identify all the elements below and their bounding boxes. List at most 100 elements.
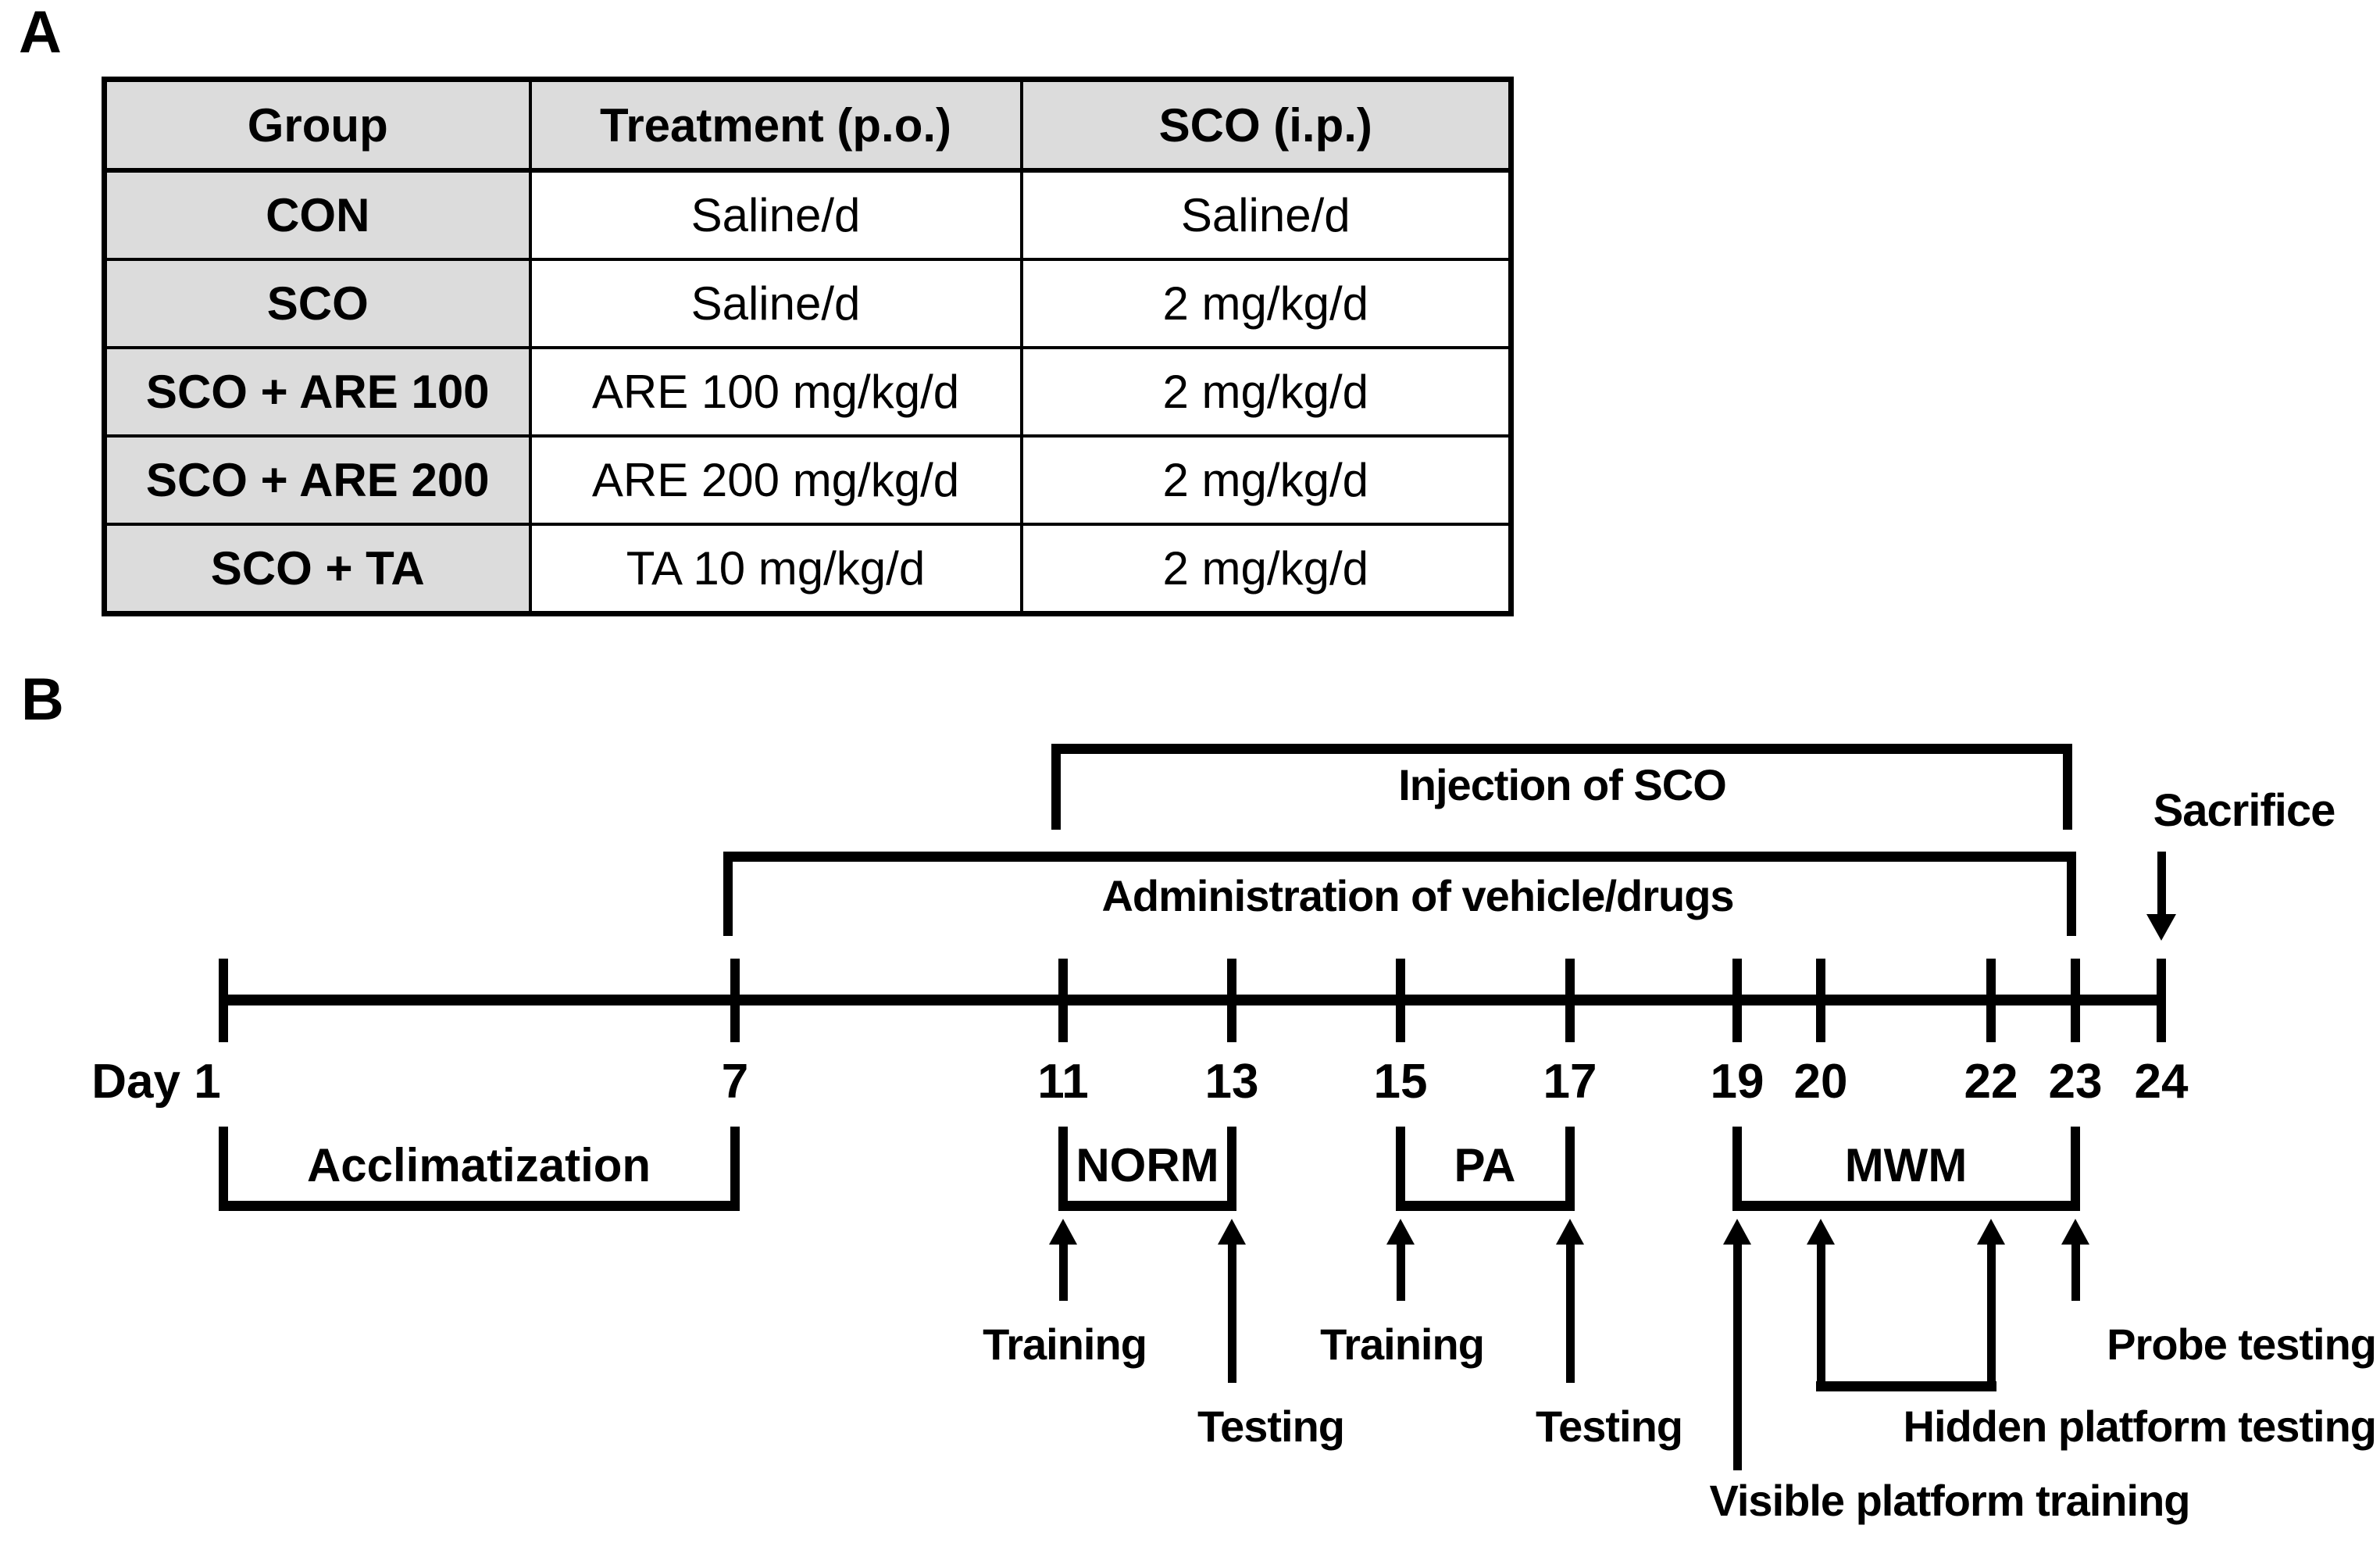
timeline-tick-day-11	[1058, 959, 1068, 1042]
probe-testing-label: Probe testing	[2107, 1320, 2377, 1369]
pa-training-label: Training	[1320, 1320, 1485, 1369]
table-column-header-2: SCO (i.p.)	[1019, 77, 1513, 173]
acclimatization-bracket-right-end	[730, 1127, 740, 1211]
hidden-platform-connector	[1816, 1381, 1996, 1391]
drug-administration-bracket-line	[723, 852, 2076, 862]
mwm-visible-platform-arrow-shaft	[1733, 1245, 1742, 1470]
timeline-tick-day-1	[219, 959, 228, 1042]
timeline-tick-day-13	[1227, 959, 1236, 1042]
acclimatization-bracket-label: Acclimatization	[306, 1139, 651, 1191]
pa-bracket-line	[1396, 1201, 1575, 1211]
mwm-hidden-platform-arrow-end-shaft	[1987, 1245, 1996, 1391]
pa-bracket-left-end	[1396, 1127, 1405, 1211]
norm-testing-arrow-head-icon	[1218, 1219, 1246, 1245]
table-cell-group: SCO + ARE 200	[102, 434, 532, 526]
table-cell-sco: 2 mg/kg/d	[1019, 258, 1513, 349]
table-cell-sco: Saline/d	[1019, 169, 1513, 261]
norm-bracket-label: NORM	[1076, 1139, 1219, 1191]
sacrifice-label: Sacrifice	[2153, 785, 2336, 836]
day-label-24: 24	[2134, 1055, 2189, 1109]
table-column-header-1: Treatment (p.o.)	[528, 77, 1023, 173]
pa-testing-arrow-shaft	[1566, 1245, 1575, 1383]
drug-administration-bracket-left-end	[723, 852, 733, 936]
mwm-probe-arrow-shaft	[2071, 1245, 2080, 1301]
timeline-tick-day-19	[1732, 959, 1742, 1042]
sco-injection-bracket-left-end	[1051, 744, 1061, 830]
sco-injection-bracket-right-end	[2063, 744, 2072, 830]
pa-testing-label: Testing	[1536, 1402, 1683, 1451]
mwm-bracket-right-end	[2071, 1127, 2080, 1211]
table-cell-group: SCO + ARE 100	[102, 346, 532, 438]
sco-injection-bracket-label: Injection of SCO	[1398, 760, 1727, 809]
norm-training-label: Training	[983, 1320, 1147, 1369]
table-cell-sco: 2 mg/kg/d	[1019, 346, 1513, 438]
table-cell-group: SCO	[102, 258, 532, 349]
panel-b-label: B	[21, 666, 64, 733]
mwm-bracket-label: MWM	[1844, 1139, 1968, 1191]
table-cell-treatment: ARE 100 mg/kg/d	[528, 346, 1023, 438]
mwm-hidden-platform-arrow-end-head-icon	[1977, 1219, 2005, 1245]
day-label-11: 11	[1037, 1055, 1089, 1109]
timeline-tick-day-7	[730, 959, 740, 1042]
norm-training-arrow-shaft	[1059, 1245, 1068, 1301]
norm-bracket-line	[1058, 1201, 1236, 1211]
norm-testing-label: Testing	[1197, 1402, 1345, 1451]
day-label-15: 15	[1373, 1055, 1428, 1109]
day-label-1: Day 1	[91, 1055, 221, 1109]
table-cell-sco: 2 mg/kg/d	[1019, 434, 1513, 526]
timeline-axis	[219, 995, 2166, 1005]
mwm-bracket-left-end	[1732, 1127, 1742, 1211]
pa-training-arrow-head-icon	[1386, 1219, 1415, 1245]
pa-training-arrow-shaft	[1397, 1245, 1405, 1301]
panel-a-label: A	[19, 0, 62, 66]
timeline-tick-day-17	[1565, 959, 1575, 1042]
drug-administration-bracket-label: Administration of vehicle/drugs	[1101, 871, 1734, 920]
norm-training-arrow-head-icon	[1049, 1219, 1077, 1245]
drug-administration-bracket-right-end	[2067, 852, 2076, 936]
pa-testing-arrow-head-icon	[1556, 1219, 1584, 1245]
table-cell-treatment: Saline/d	[528, 258, 1023, 349]
norm-testing-arrow-shaft	[1228, 1245, 1236, 1383]
sco-injection-bracket-line	[1051, 744, 2072, 754]
table-cell-sco: 2 mg/kg/d	[1019, 523, 1513, 616]
acclimatization-bracket-left-end	[219, 1127, 228, 1211]
table-cell-treatment: ARE 200 mg/kg/d	[528, 434, 1023, 526]
table-cell-group: CON	[102, 169, 532, 261]
hidden-platform-testing-label: Hidden platform testing	[1903, 1402, 2377, 1451]
pa-bracket-right-end	[1565, 1127, 1575, 1211]
norm-bracket-right-end	[1227, 1127, 1236, 1211]
norm-bracket-left-end	[1058, 1127, 1068, 1211]
timeline-tick-day-20	[1816, 959, 1825, 1042]
mwm-probe-arrow-head-icon	[2061, 1219, 2089, 1245]
day-label-20: 20	[1793, 1055, 1848, 1109]
pa-bracket-label: PA	[1454, 1139, 1516, 1191]
day-label-7: 7	[721, 1055, 749, 1109]
table-cell-group: SCO + TA	[102, 523, 532, 616]
timeline-tick-day-22	[1986, 959, 1996, 1042]
timeline-tick-day-15	[1396, 959, 1405, 1042]
day-label-13: 13	[1204, 1055, 1259, 1109]
sacrifice-arrow-head-icon	[2146, 914, 2176, 941]
mwm-hidden-platform-arrow-start-shaft	[1817, 1245, 1825, 1391]
acclimatization-bracket-line	[219, 1201, 740, 1211]
day-label-22: 22	[1964, 1055, 2018, 1109]
sacrifice-arrow-shaft	[2157, 852, 2166, 916]
visible-platform-training-label: Visible platform training	[1709, 1476, 2191, 1525]
day-label-19: 19	[1710, 1055, 1764, 1109]
timeline-tick-day-23	[2071, 959, 2080, 1042]
day-label-23: 23	[2048, 1055, 2103, 1109]
mwm-hidden-platform-arrow-start-head-icon	[1807, 1219, 1835, 1245]
timeline-tick-day-24	[2157, 959, 2166, 1042]
mwm-visible-platform-arrow-head-icon	[1723, 1219, 1751, 1245]
table-cell-treatment: Saline/d	[528, 169, 1023, 261]
table-cell-treatment: TA 10 mg/kg/d	[528, 523, 1023, 616]
